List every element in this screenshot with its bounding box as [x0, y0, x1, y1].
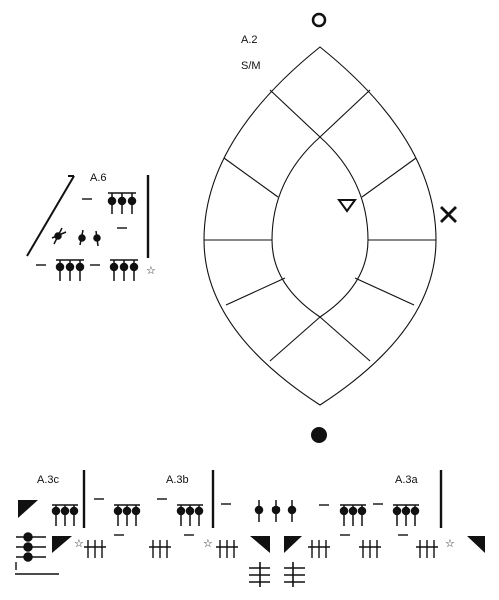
- stitch-slanted: [51, 227, 101, 247]
- filled-circle-icon: [311, 427, 327, 443]
- chart-a3: [15, 470, 485, 587]
- label-size: S/M: [241, 60, 261, 72]
- star-icon: ☆: [146, 265, 156, 277]
- triple-stitch-row: [84, 534, 238, 558]
- stitch-cluster: [109, 259, 139, 281]
- corner-triangle-icon: [284, 536, 302, 553]
- stacked-stitch-icon: [16, 532, 46, 562]
- cross-icon: [440, 206, 457, 223]
- corner-triangle-icon: [250, 536, 270, 553]
- star-icon: ☆: [445, 538, 455, 550]
- lens-inner-outline: [271, 136, 369, 318]
- corner-triangle-icon: [52, 536, 72, 553]
- chart-a6: [26, 175, 150, 281]
- open-triangle-icon: [337, 199, 357, 213]
- star-icon: ☆: [74, 538, 84, 550]
- star-icon: ☆: [203, 538, 213, 550]
- stitch-cluster: [107, 192, 137, 214]
- lens-chart-a2: [203, 46, 437, 406]
- label-a3a: A.3a: [395, 474, 418, 486]
- label-a3b: A.3b: [166, 474, 189, 486]
- corner-triangle-icon: [467, 536, 485, 553]
- corner-triangle-icon: [18, 500, 38, 518]
- label-a3c: A.3c: [37, 474, 60, 486]
- stitch-cluster: [55, 259, 85, 281]
- lens-outer-outline: [203, 46, 437, 406]
- label-a2: A.2: [241, 34, 258, 46]
- open-circle-icon: [311, 12, 327, 28]
- double-bar-stitch: [249, 562, 305, 587]
- label-a6: A.6: [90, 172, 107, 184]
